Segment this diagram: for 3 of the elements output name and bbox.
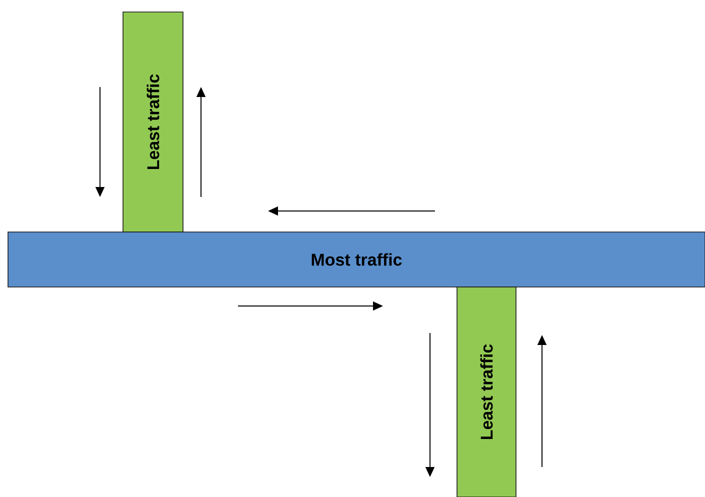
road-bar: Least traffic xyxy=(456,286,516,497)
road-band: Most traffic xyxy=(8,232,705,288)
road-bar: Least traffic xyxy=(122,12,184,232)
